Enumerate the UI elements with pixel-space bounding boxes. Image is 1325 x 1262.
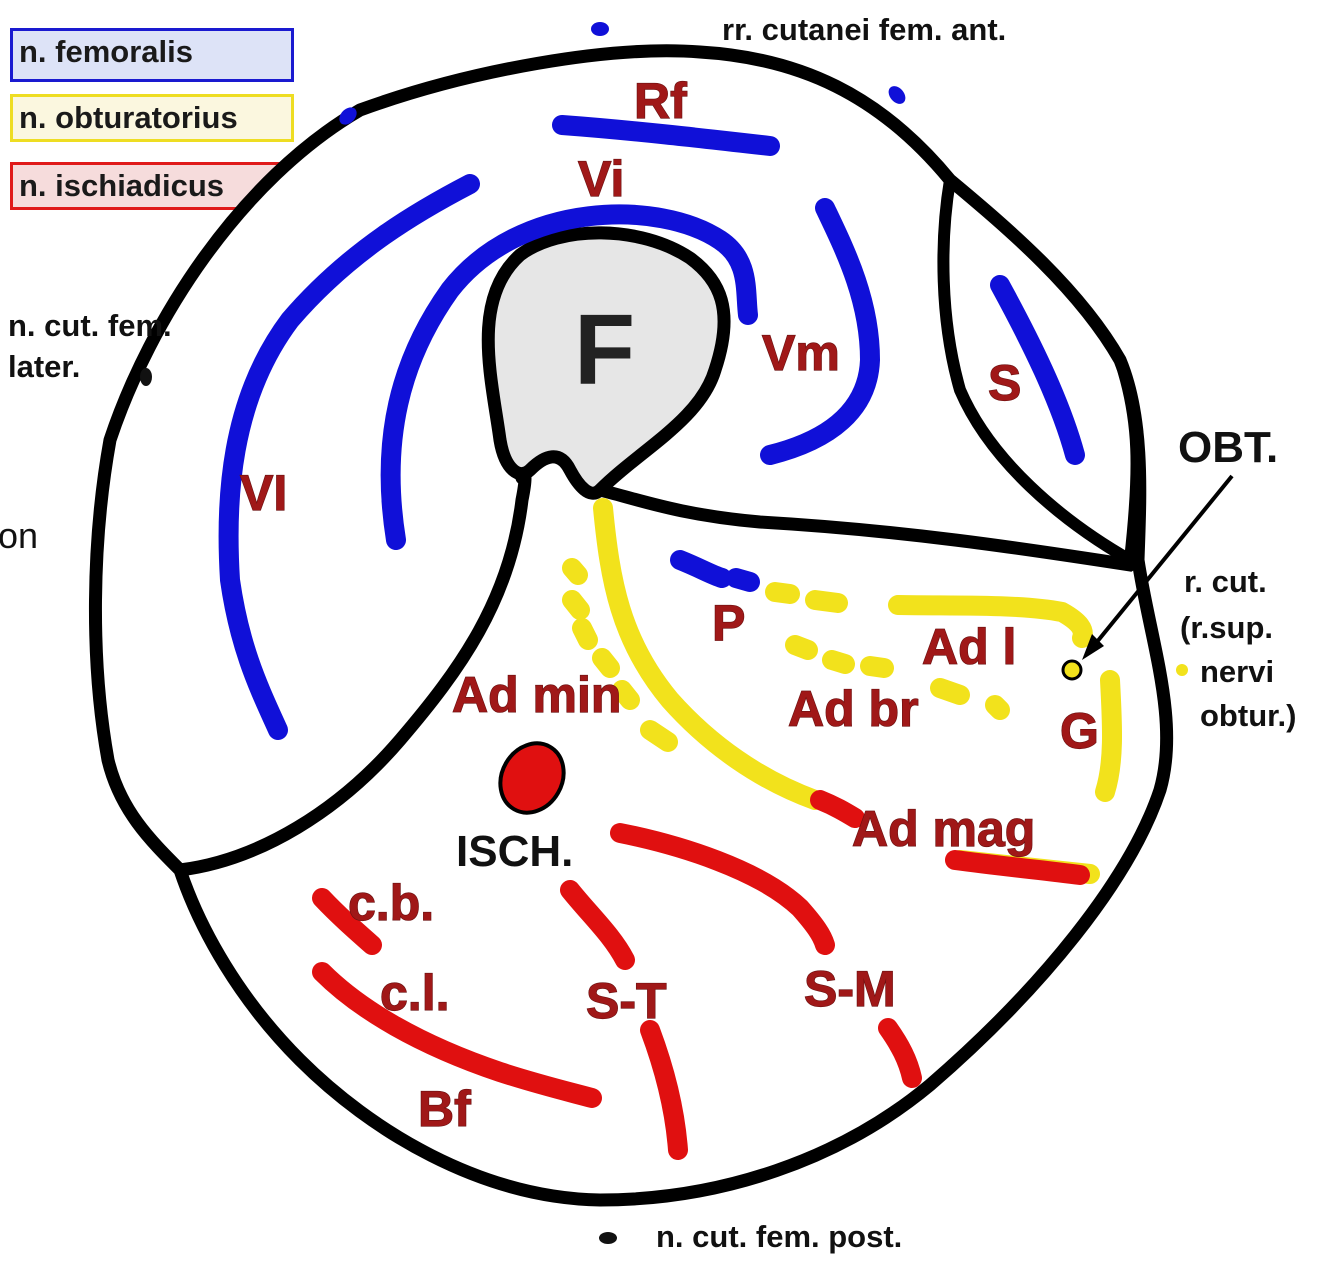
label-ad-br: Ad br: [788, 681, 919, 737]
branch-ad-min: [562, 558, 678, 752]
branch-st-distal: [640, 1020, 688, 1160]
label-cutanei-ant: rr. cutanei fem. ant.: [722, 12, 1006, 47]
medial-septum: [593, 483, 1145, 572]
branch-st: [560, 880, 635, 970]
label-r-cut-2: (r.sup.: [1180, 610, 1273, 645]
obt-arrowhead: [1082, 634, 1104, 660]
branch-g: [1095, 670, 1123, 802]
branch-ad-mag: [593, 498, 825, 810]
branch-vl: [218, 174, 480, 740]
obt-nerve-point: [1061, 659, 1083, 681]
label-ad-min: Ad min: [452, 667, 621, 723]
sartorius-compartment: [937, 174, 1143, 566]
branch-ad-l: [888, 595, 1093, 648]
label-cl: c.l.: [380, 965, 449, 1021]
label-bf: Bf: [418, 1081, 471, 1137]
legend-femoralis: n. femoralis: [10, 28, 294, 82]
branch-ad-br: [785, 635, 1010, 720]
label-sm: S-M: [804, 961, 896, 1017]
label-ad-mag: Ad mag: [852, 801, 1035, 857]
label-r-cut-1: r. cut.: [1184, 564, 1267, 599]
label-rf: Rf: [634, 73, 687, 129]
cutanei-ant-dot-right: [888, 86, 906, 104]
legend-obturatorius: n. obturatorius: [10, 94, 294, 142]
branch-vi: [380, 204, 758, 550]
branch-sm-distal: [878, 1018, 922, 1088]
label-cut-lat-1: n. cut. fem.: [8, 308, 172, 343]
ischiadicus-branches: [312, 741, 1090, 1160]
label-cut-post: n. cut. fem. post.: [656, 1219, 902, 1254]
branch-vm: [760, 198, 880, 465]
label-g: G: [1060, 703, 1099, 759]
label-obt: OBT.: [1178, 423, 1278, 472]
branch-bf: [312, 962, 602, 1108]
branch-p: [670, 550, 760, 592]
cut-lat-dot: [140, 368, 152, 386]
label-edge-fragment: on: [0, 515, 38, 556]
branch-ad-l-dashes: [765, 582, 848, 613]
obt-arrow-line: [1090, 474, 1234, 650]
label-cut-lat-2: later.: [8, 349, 80, 384]
branch-ad-mag-red-distal: [945, 850, 1090, 885]
cutanei-ant-dot-top: [591, 22, 609, 36]
femur-bone: [481, 226, 731, 500]
label-vi: Vi: [578, 151, 624, 207]
label-vm: Vm: [762, 325, 840, 381]
cutanei-ant-dot-left: [339, 107, 357, 125]
r-cut-nerve-point: [1176, 664, 1188, 676]
cut-post-dot: [599, 1232, 617, 1244]
label-isch: ISCH.: [456, 827, 573, 876]
branch-sm: [610, 823, 835, 955]
branch-rf: [552, 115, 780, 156]
branch-ad-mag-red: [810, 790, 865, 828]
branch-s: [990, 275, 1085, 465]
label-st: S-T: [586, 973, 667, 1029]
femoralis-branches: [218, 115, 1085, 740]
label-r-cut-3: nervi: [1200, 654, 1274, 689]
label-s: S: [988, 355, 1021, 411]
label-vl: VI: [240, 465, 287, 521]
label-r-cut-4: obtur.): [1200, 698, 1296, 733]
label-ad-l: Ad l: [922, 619, 1016, 675]
lateral-septum: [173, 468, 532, 877]
branch-cb: [312, 888, 382, 955]
sciatic-nerve: [498, 741, 566, 815]
label-femur: F: [574, 294, 635, 406]
label-cb: c.b.: [348, 875, 434, 931]
label-p: P: [712, 595, 745, 651]
